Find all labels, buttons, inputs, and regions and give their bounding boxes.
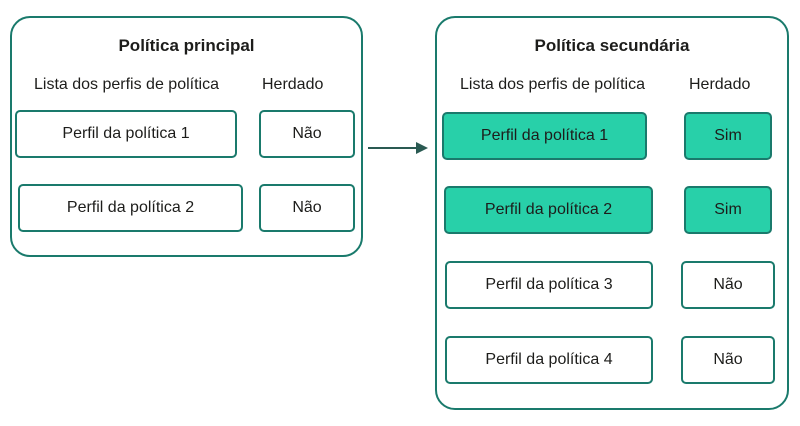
main-profile-2: Perfil da política 2 (18, 184, 243, 232)
secondary-profile-1-inherited: Sim (684, 112, 772, 160)
secondary-policy-panel: Política secundária Lista dos perfis de … (435, 16, 789, 410)
main-policy-inherited-header: Herdado (262, 76, 324, 93)
inheritance-arrow (368, 142, 428, 154)
main-profile-2-inherited: Não (259, 184, 355, 232)
secondary-profile-4: Perfil da política 4 (445, 336, 653, 384)
secondary-profile-3: Perfil da política 3 (445, 261, 653, 309)
secondary-policy-list-header: Lista dos perfis de política (460, 76, 645, 93)
main-policy-list-header: Lista dos perfis de política (34, 76, 219, 93)
main-profile-1: Perfil da política 1 (15, 110, 237, 158)
secondary-profile-4-inherited: Não (681, 336, 775, 384)
secondary-policy-inherited-header: Herdado (689, 76, 751, 93)
secondary-profile-2: Perfil da política 2 (444, 186, 653, 234)
main-policy-title: Política principal (118, 36, 255, 55)
secondary-policy-title: Política secundária (534, 36, 690, 55)
secondary-profile-3-inherited: Não (681, 261, 775, 309)
main-policy-panel: Política principal Lista dos perfis de p… (10, 16, 363, 257)
secondary-profile-2-inherited: Sim (684, 186, 772, 234)
main-profile-1-inherited: Não (259, 110, 355, 158)
secondary-profile-1: Perfil da política 1 (442, 112, 647, 160)
